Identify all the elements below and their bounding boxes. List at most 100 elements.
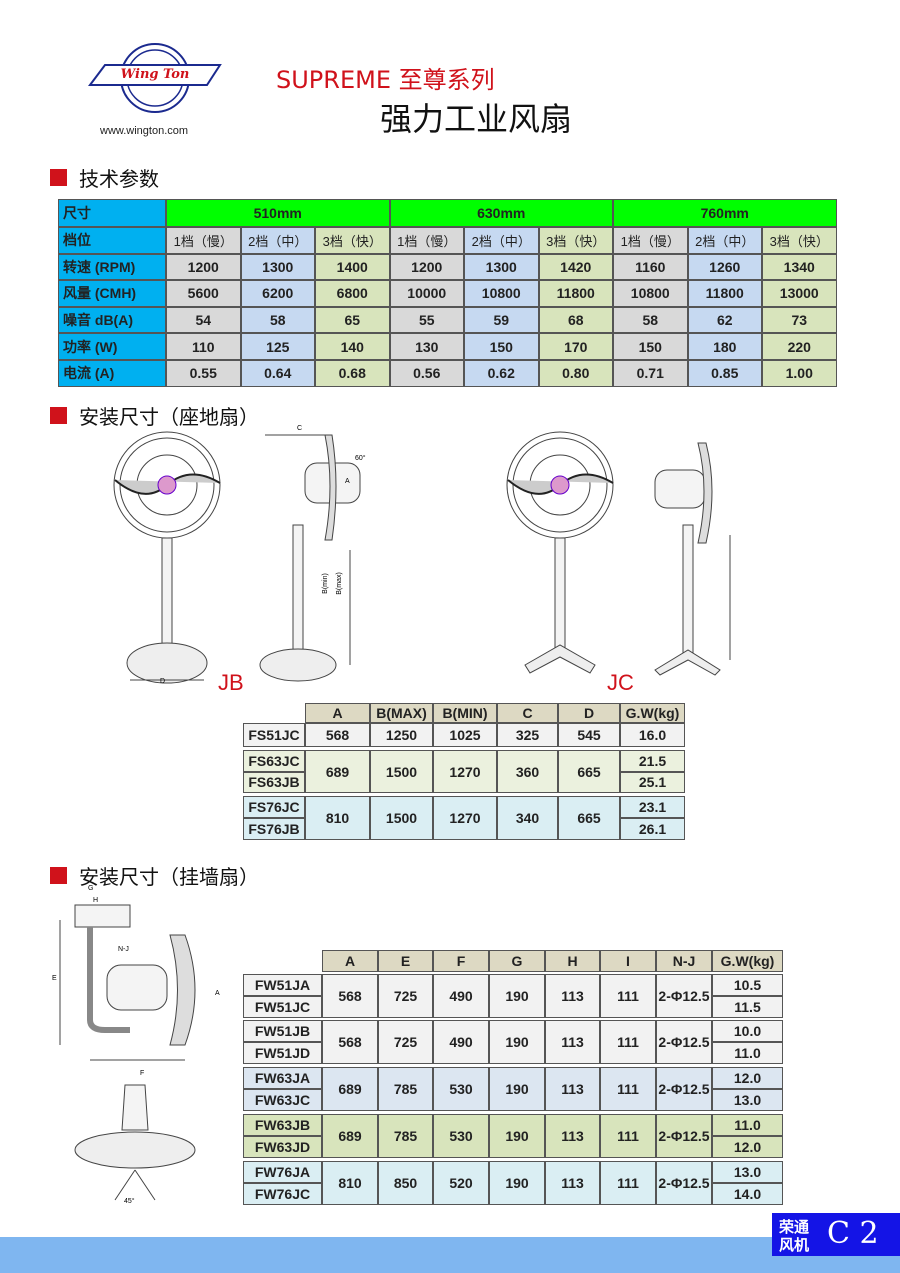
section-stand: 安装尺寸（座地扇） [50, 401, 259, 430]
weight-value: 26.1 [620, 818, 685, 840]
model-name: FS51JC [243, 723, 305, 747]
dimension-value: 111 [600, 1067, 656, 1111]
speed-header: 1档（慢） [166, 227, 241, 254]
section-title: 技术参数 [79, 167, 159, 191]
spec-value: 0.55 [166, 360, 241, 387]
spec-value: 140 [315, 333, 390, 360]
column-header: N-J [656, 950, 712, 972]
spec-value: 58 [240, 306, 315, 334]
dim-label-bmin: B(min) [321, 573, 329, 594]
dimension-value: 850 [378, 1161, 433, 1205]
dimension-value: 2-Φ12.5 [656, 1114, 712, 1158]
dimension-value: 785 [378, 1114, 433, 1158]
dimension-value: 111 [600, 974, 656, 1018]
dimension-value: 810 [322, 1161, 378, 1205]
model-name: FW63JB [243, 1114, 322, 1136]
model-name: FW76JA [243, 1161, 322, 1183]
stand-fan-diagrams [113, 431, 731, 684]
dimension-value: 340 [497, 796, 558, 840]
spec-value: 1340 [762, 253, 837, 281]
jc-front-view [506, 431, 614, 674]
weight-value: 11.0 [712, 1114, 783, 1136]
dimension-value: 810 [305, 796, 370, 840]
spec-value: 59 [464, 306, 539, 334]
dim-label-f: F [140, 1070, 145, 1077]
column-header: G [489, 950, 545, 972]
spec-value: 1160 [613, 253, 688, 281]
weight-value: 11.5 [712, 996, 783, 1018]
spec-value: 1300 [464, 253, 539, 281]
jc-side-view [654, 442, 731, 676]
dimension-value: 113 [545, 974, 600, 1018]
dimension-value: 545 [558, 723, 620, 747]
dimension-value: 2-Φ12.5 [656, 1067, 712, 1111]
column-header: F [433, 950, 489, 972]
dim-label-e: E [52, 975, 57, 982]
dimension-value: 725 [378, 1020, 433, 1064]
speed-header: 3档（快） [762, 227, 837, 254]
dimension-value: 530 [433, 1114, 489, 1158]
spec-value: 170 [538, 333, 613, 360]
weight-value: 13.0 [712, 1161, 783, 1183]
section-marker [50, 407, 67, 424]
section-title: 安装尺寸（座地扇） [79, 405, 259, 429]
model-name: FS76JC [243, 796, 305, 818]
dimension-value: 689 [305, 750, 370, 793]
dimension-value: 520 [433, 1161, 489, 1205]
dimension-value: 190 [489, 1161, 545, 1205]
spec-value: 0.71 [613, 360, 688, 387]
spec-value: 11800 [538, 280, 613, 307]
dim-label-angle: 45° [124, 1198, 135, 1205]
spec-value: 10800 [613, 280, 688, 307]
column-header: A [322, 950, 378, 972]
dimension-value: 2-Φ12.5 [656, 1161, 712, 1205]
jb-label: JB [218, 670, 244, 695]
row-label: 风量 (CMH) [58, 280, 166, 307]
website: www.wington.com [100, 125, 189, 137]
spec-value: 0.64 [240, 360, 315, 387]
dimension-value: 785 [378, 1067, 433, 1111]
page-title: 强力工业风扇 [380, 100, 573, 138]
dim-label-nj: N-J [118, 946, 129, 953]
dimension-value: 665 [558, 796, 620, 840]
dimension-value: 490 [433, 974, 489, 1018]
column-header: G.W(kg) [712, 950, 783, 972]
dim-label-a: A [215, 990, 220, 997]
weight-value: 12.0 [712, 1067, 783, 1089]
column-header: E [378, 950, 433, 972]
dimension-value: 2-Φ12.5 [656, 974, 712, 1018]
column-header: B(MAX) [370, 703, 433, 723]
model-name: FS63JB [243, 771, 305, 793]
dimension-value: 568 [322, 1020, 378, 1064]
dim-label-d: D [160, 678, 166, 685]
dim-label-h: H [93, 897, 99, 904]
model-name: FW51JA [243, 974, 322, 996]
spec-value: 6800 [315, 280, 390, 307]
weight-value: 12.0 [712, 1136, 783, 1158]
spec-value: 150 [464, 333, 539, 360]
spec-value: 0.80 [538, 360, 613, 387]
spec-value: 11800 [687, 280, 762, 307]
spec-value: 1420 [538, 253, 613, 281]
speed-header: 1档（慢） [389, 227, 464, 254]
spec-value: 10800 [464, 280, 539, 307]
dimension-value: 689 [322, 1067, 378, 1111]
spec-value: 54 [166, 306, 241, 334]
speed-header: 2档（中） [464, 227, 539, 254]
dimension-value: 113 [545, 1067, 600, 1111]
weight-value: 16.0 [620, 723, 685, 747]
dimension-value: 490 [433, 1020, 489, 1064]
weight-value: 25.1 [620, 771, 685, 793]
dimension-value: 1250 [370, 723, 433, 747]
section-title: 安装尺寸（挂墙扇） [79, 865, 259, 889]
spec-value: 5600 [166, 280, 241, 307]
section-marker [50, 867, 67, 884]
spec-value: 180 [687, 333, 762, 360]
spec-value: 6200 [240, 280, 315, 307]
size-label: 尺寸 [58, 199, 166, 227]
speed-header: 2档（中） [240, 227, 315, 254]
model-name: FS63JC [243, 750, 305, 772]
dim-label-bmax: B(max) [335, 572, 343, 595]
jc-label: JC [607, 670, 634, 695]
weight-value: 13.0 [712, 1089, 783, 1111]
